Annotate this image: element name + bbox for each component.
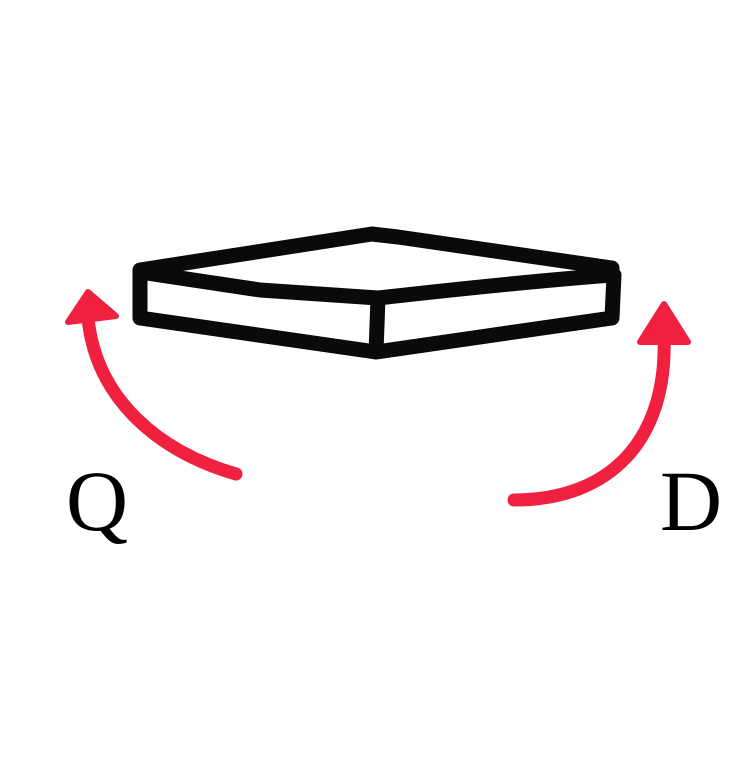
slab-left-side [132,264,386,360]
key-label-d: D [660,453,723,549]
slab-right-side [368,267,622,360]
flat-slab-3d-icon [132,226,622,360]
slab-top-face [132,226,620,306]
curved-arrow-up-right-icon [507,301,691,507]
curved-arrow-up-left-icon [65,289,243,481]
right-arrow-shaft [507,329,671,507]
left-arrow-shaft [81,311,243,481]
right-arrow-head [637,301,691,345]
left-arrow-head [65,289,119,325]
key-label-q: Q [66,453,129,549]
